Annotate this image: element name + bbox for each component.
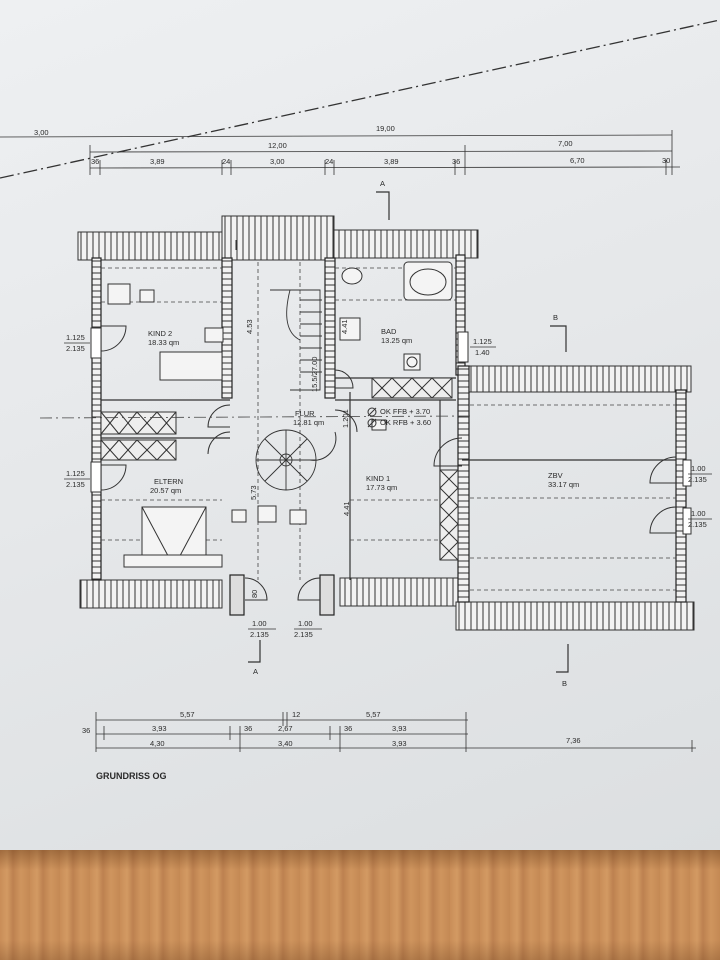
dim-top-12: 12,00 <box>268 141 287 150</box>
table-shadow <box>0 850 720 960</box>
bottom-right-opening-h: 2.135 <box>294 630 313 639</box>
dim-top-19: 19,00 <box>376 124 395 133</box>
dim-row2-7: 6,70 <box>570 156 585 165</box>
dim-flur-wall: 1.201 <box>341 409 350 428</box>
windows <box>90 327 692 535</box>
dim-b2-0: 36 <box>82 726 90 735</box>
section-b-top-arrow <box>550 325 567 352</box>
room-zbv-name: ZBV <box>548 471 563 480</box>
dim-b3-1: 3,40 <box>278 739 293 748</box>
dim-row2-5: 3,89 <box>384 157 399 166</box>
eltern-window-h: 2.135 <box>66 480 85 489</box>
bottom-dimension-lines <box>95 712 696 752</box>
dim-b1-2: 5,57 <box>366 710 381 719</box>
dim-top-3: 3,00 <box>34 128 49 137</box>
eave-walls <box>77 215 695 631</box>
dim-b2-1: 3,93 <box>152 724 167 733</box>
dim-row2-8: 30 <box>662 156 670 165</box>
section-a-bottom-arrow <box>248 640 261 663</box>
exterior-walls <box>91 254 687 616</box>
bad-window-h: 1.40 <box>475 348 490 357</box>
section-b-top: B <box>553 313 558 322</box>
section-a-bottom: A <box>253 667 258 676</box>
room-kind2-area: 18.33 qm <box>148 338 179 347</box>
level-ffb: OK FFB + 3.70 <box>380 407 430 416</box>
dim-row2-3: 3,00 <box>270 157 285 166</box>
kind2-window-h: 2.135 <box>66 344 85 353</box>
room-kind2-name: KIND 2 <box>148 329 172 338</box>
dim-bad-wall: 4.41 <box>340 319 349 334</box>
zbv-window2-w: 1.00 <box>691 509 706 518</box>
dim-eltern-wall: 5.73 <box>249 485 258 500</box>
dim-stair-rise: 15.5/27.00 <box>310 357 319 392</box>
zbv-window1-h: 2.135 <box>688 475 707 484</box>
dim-b1-1: 12 <box>292 710 300 719</box>
dim-row2-4: 24 <box>325 157 333 166</box>
room-kind1-name: KIND 1 <box>366 474 390 483</box>
dim-b2-2: 36 <box>244 724 252 733</box>
bottom-right-opening-w: 1.00 <box>298 619 313 628</box>
section-b-bottom-arrow <box>556 644 569 673</box>
room-flur-name: FLUR <box>295 409 315 418</box>
bad-window-w: 1.125 <box>473 337 492 346</box>
dim-b2-4: 36 <box>344 724 352 733</box>
wooden-table <box>0 850 720 960</box>
room-bad-name: BAD <box>381 327 397 336</box>
room-flur-area: 12.81 qm <box>293 418 324 427</box>
dim-b1-0: 5,57 <box>180 710 195 719</box>
dim-row2-0: 36 <box>91 157 99 166</box>
zbv-window1-w: 1.00 <box>691 464 706 473</box>
dim-row2-2: 24 <box>222 157 230 166</box>
dim-kind1-wall: 4.41 <box>342 501 351 516</box>
section-b-bottom: B <box>562 679 567 688</box>
dim-b3-0: 4,30 <box>150 739 165 748</box>
room-eltern-name: ELTERN <box>154 477 183 486</box>
dim-b2-5: 3,93 <box>392 724 407 733</box>
level-rfb: OK RFB + 3.60 <box>380 418 431 427</box>
doors <box>100 240 677 601</box>
room-kind1-area: 17.73 qm <box>366 483 397 492</box>
dim-row2-6: 36 <box>452 157 460 166</box>
kind2-window-w: 1.125 <box>66 333 85 342</box>
roof-line <box>0 19 720 179</box>
section-a-top: A <box>380 179 385 188</box>
drawing-title: GRUNDRISS OG <box>96 771 167 781</box>
dim-b3-2: 3,93 <box>392 739 407 748</box>
wardrobes <box>100 377 459 561</box>
bottom-left-opening-w: 1.00 <box>252 619 267 628</box>
dim-b3-3: 7,36 <box>566 736 581 745</box>
room-zbv-area: 33.17 qm <box>548 480 579 489</box>
eltern-window-w: 1.125 <box>66 469 85 478</box>
dim-row2-1: 3,89 <box>150 157 165 166</box>
room-eltern-area: 20.57 qm <box>150 486 181 495</box>
dim-kind2-stair: 4.53 <box>245 319 254 334</box>
zbv-window2-h: 2.135 <box>688 520 707 529</box>
bottom-left-opening-h: 2.135 <box>250 630 269 639</box>
section-a-top-arrow <box>376 191 390 220</box>
dim-bottom-80: 80 <box>250 590 259 598</box>
dim-b2-3: 2,67 <box>278 724 293 733</box>
top-dimension-lines <box>0 130 681 175</box>
dim-top-7: 7,00 <box>558 139 573 148</box>
furniture <box>107 261 453 568</box>
room-bad-area: 13.25 qm <box>381 336 412 345</box>
level-markers <box>367 407 377 428</box>
